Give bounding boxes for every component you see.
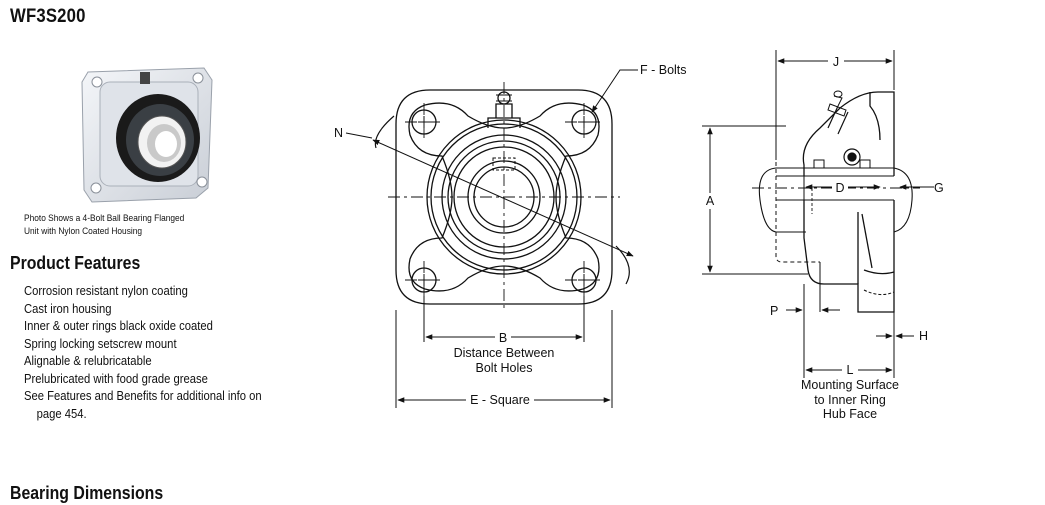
feature-item: Spring locking setscrew mount: [24, 336, 177, 351]
shaft: [758, 167, 777, 233]
product-features-list: Corrosion resistant nylon coating Cast i…: [24, 283, 276, 423]
label-n: N: [334, 126, 343, 140]
side-view: [702, 50, 934, 378]
flange-outline: [395, 89, 613, 305]
product-photo: [81, 67, 213, 203]
feature-item: Inner & outer rings black oxide coated: [24, 319, 213, 333]
label-a: A: [706, 194, 715, 208]
label-l-caption-line1: Mounting Surface: [801, 378, 899, 392]
label-h: H: [919, 329, 928, 343]
label-e-square: E - Square: [470, 393, 530, 407]
grease-fitting: [487, 117, 521, 128]
label-b: B: [499, 331, 507, 345]
label-g: G: [934, 181, 944, 195]
label-d: D: [835, 181, 844, 195]
label-l-caption-line3: Hub Face: [823, 407, 877, 421]
label-b-caption-line1: Distance Between: [454, 346, 555, 360]
product-features-heading: Product Features: [10, 253, 141, 273]
label-b-caption-line2: Bolt Holes: [476, 361, 533, 375]
front-view: [345, 69, 638, 408]
feature-item: Corrosion resistant nylon coating: [24, 284, 188, 298]
feature-item: Prelubricated with food grade grease: [24, 371, 208, 386]
feature-item: Alignable & relubricatable: [24, 354, 152, 368]
photo-caption-line2: Unit with Nylon Coated Housing: [24, 226, 143, 237]
label-p: P: [770, 304, 778, 318]
label-j: J: [833, 55, 839, 69]
label-l-caption-line2: to Inner Ring: [814, 393, 886, 407]
photo-caption: Photo Shows a 4-Bolt Ball Bearing Flange…: [24, 212, 200, 238]
label-f-bolts: F - Bolts: [640, 63, 687, 77]
label-l: L: [847, 363, 854, 377]
photo-caption-line1: Photo Shows a 4-Bolt Ball Bearing Flange…: [24, 213, 185, 224]
feature-item: See Features and Benefits for additional…: [24, 389, 262, 403]
bearing-dimensions-heading: Bearing Dimensions: [10, 483, 164, 503]
feature-item: Cast iron housing: [24, 301, 112, 316]
page-title: WF3S200: [10, 6, 86, 27]
feature-item: page 454.: [36, 406, 87, 421]
